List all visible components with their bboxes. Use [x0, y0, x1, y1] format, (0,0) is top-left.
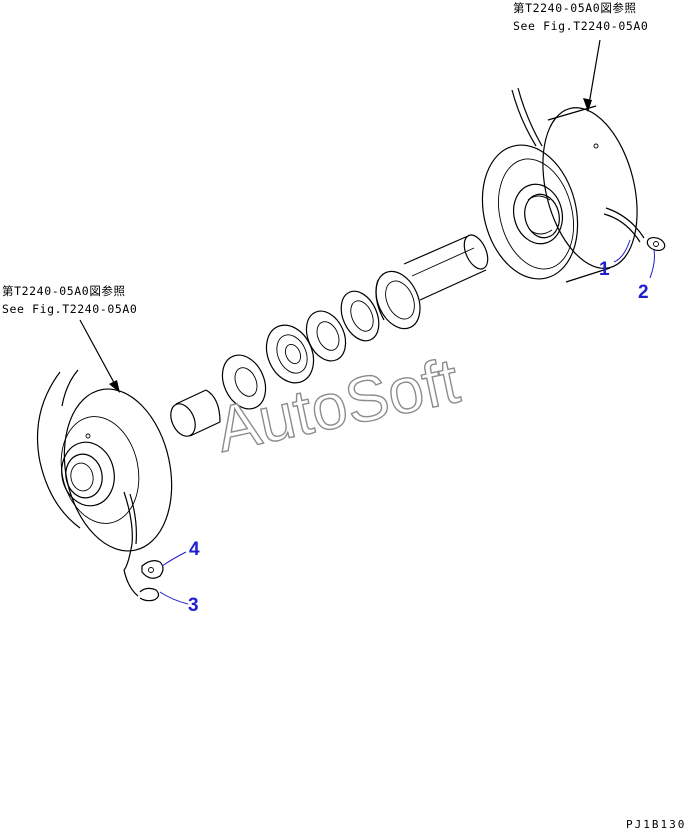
snap-ring — [139, 587, 160, 602]
callout-number-4: 4 — [189, 539, 200, 560]
sleeve — [170, 389, 221, 437]
leader-arrow-left — [79, 319, 120, 393]
tab-washer — [141, 560, 164, 579]
drawing-code: PJ1B130 — [626, 818, 686, 831]
reference-label-top-en: See Fig.T2240-05A0 — [513, 19, 648, 33]
shaft — [403, 234, 489, 301]
reference-label-left-en: See Fig.T2240-05A0 — [2, 302, 137, 316]
watermark: AutoSoft — [210, 344, 465, 466]
left-reel — [37, 369, 173, 597]
callout-number-1: 1 — [599, 259, 610, 280]
right-reel — [481, 87, 666, 283]
callout-leader-3 — [159, 591, 189, 605]
leader-arrow-top — [583, 39, 601, 112]
callout-number-3: 3 — [188, 595, 199, 616]
callout-leader-2 — [649, 249, 655, 279]
callout-leader-4 — [161, 551, 187, 567]
callout-leader-1 — [613, 239, 631, 263]
bearing-assembly — [221, 270, 421, 410]
callout-number-2: 2 — [638, 282, 649, 303]
reference-label-top-jp: 第T2240-05A0図参照 — [513, 1, 637, 15]
reference-label-left-jp: 第T2240-05A0図参照 — [2, 284, 126, 298]
